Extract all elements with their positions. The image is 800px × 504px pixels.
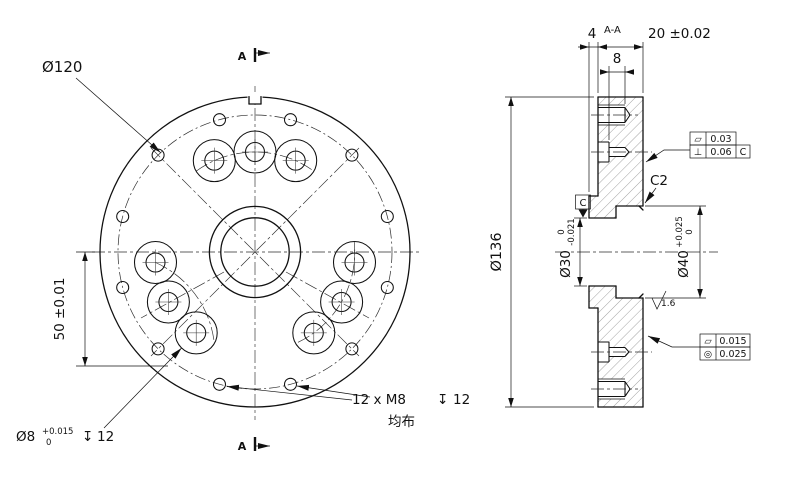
dim-dia120: Ø120 bbox=[42, 58, 161, 153]
dim-50: 50 ±0.01 bbox=[52, 251, 168, 367]
dia8-tol-lower: 0 bbox=[46, 438, 51, 448]
counterbore-group-top bbox=[192, 130, 318, 183]
fcf-top-row2-value: 0.06 bbox=[710, 147, 731, 158]
dim8-label: 8 bbox=[613, 51, 622, 67]
roughness-symbol: 1.6 bbox=[651, 290, 676, 310]
section-view: 4 A-A 20 ±0.02 8 Ø136 bbox=[489, 25, 751, 408]
dia30-label: Ø30 bbox=[558, 250, 574, 278]
fcf-bottom-row2-symbol: ◎ bbox=[704, 349, 712, 360]
front-centerlines bbox=[92, 86, 420, 420]
fcf-top-row1-symbol: ▱ bbox=[694, 134, 702, 145]
fcf-bottom: ▱ 0.015 ◎ 0.025 bbox=[647, 333, 751, 361]
roughness-value: 1.6 bbox=[661, 299, 676, 309]
section-marker-bottom: A bbox=[238, 437, 270, 453]
section-marker-top: A bbox=[238, 48, 270, 63]
bolt-holes bbox=[116, 113, 394, 391]
fcf-top-row2-datum: C bbox=[740, 147, 747, 158]
fcf-bottom-row1-value: 0.015 bbox=[719, 336, 746, 347]
note-thread: 12 x M8 ↧ 12 均布 bbox=[226, 384, 470, 430]
dia8-tol-upper: +0.015 bbox=[42, 427, 73, 437]
note-dia8: Ø8 +0.015 0 ↧ 12 bbox=[16, 347, 182, 448]
fcf-top: ▱ 0.03 ⊥ 0.06 C bbox=[645, 131, 751, 163]
section-centerlines bbox=[555, 114, 718, 390]
dia30-tol-upper: 0 bbox=[557, 229, 567, 234]
dim50-label: 50 ±0.01 bbox=[52, 278, 68, 341]
dia8-depth-value: 12 bbox=[97, 429, 114, 445]
thread-depth-symbol: ↧ bbox=[437, 392, 448, 408]
central-bore bbox=[208, 205, 302, 299]
thread-note-label: 12 x M8 bbox=[352, 392, 406, 408]
chamfer-label: C2 bbox=[650, 173, 668, 189]
fcf-top-row2-symbol: ⊥ bbox=[694, 147, 702, 158]
note-chamfer: C2 bbox=[644, 173, 668, 204]
section-title: A-A bbox=[604, 25, 621, 36]
section-tapped-holes bbox=[598, 104, 631, 400]
dia30-tol-lower: -0.021 bbox=[567, 218, 577, 245]
dia8-depth-symbol: ↧ bbox=[82, 429, 93, 445]
dim-top: 4 A-A 20 ±0.02 bbox=[578, 25, 711, 192]
datum-label: C bbox=[580, 198, 587, 209]
dim20-label: 20 ±0.02 bbox=[648, 26, 711, 42]
dia120-label: Ø120 bbox=[42, 58, 82, 76]
dia40-tol-lower: 0 bbox=[685, 229, 695, 234]
counterbore-group-right bbox=[292, 240, 377, 355]
thread-depth-value: 12 bbox=[453, 392, 470, 408]
datum-c: C bbox=[575, 194, 591, 218]
outer-contour bbox=[99, 92, 411, 408]
fcf-bottom-row2-value: 0.025 bbox=[719, 349, 746, 360]
front-view: Ø120 50 ±0.01 Ø8 +0.015 0 ↧ 12 12 x M8 ↧ bbox=[16, 48, 470, 453]
thread-pattern-label: 均布 bbox=[388, 414, 415, 430]
fcf-bottom-row1-symbol: ▱ bbox=[704, 336, 712, 347]
dim-dia40: Ø40 +0.025 0 bbox=[645, 205, 706, 299]
dia8-label: Ø8 bbox=[16, 429, 35, 445]
dim4-label: 4 bbox=[588, 26, 597, 42]
counterbore-group-left bbox=[133, 240, 218, 355]
dim-dia136: Ø136 bbox=[489, 96, 594, 408]
dia136-label: Ø136 bbox=[489, 232, 505, 271]
section-outline bbox=[588, 96, 644, 408]
fcf-top-row1-value: 0.03 bbox=[710, 134, 731, 145]
bolt-circle-centerline bbox=[117, 114, 393, 390]
dim-8: 8 bbox=[600, 51, 634, 140]
dia40-tol-upper: +0.025 bbox=[675, 216, 685, 247]
section-marker-bottom-label: A bbox=[238, 440, 247, 453]
dim-dia30: Ø30 0 -0.021 bbox=[557, 217, 587, 287]
dia40-label: Ø40 bbox=[676, 250, 692, 278]
section-marker-top-label: A bbox=[238, 50, 247, 63]
